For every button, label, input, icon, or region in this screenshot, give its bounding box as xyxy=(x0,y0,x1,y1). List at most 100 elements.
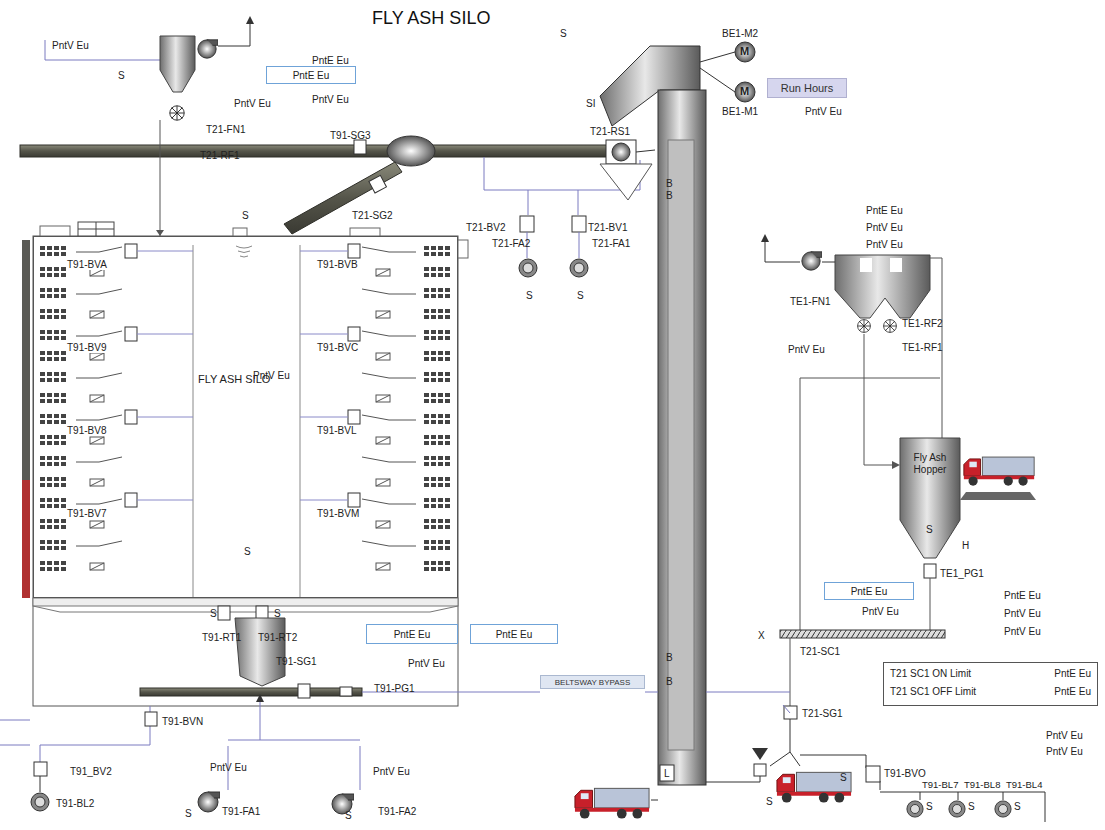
process-rect xyxy=(431,456,436,460)
process-rect xyxy=(445,273,450,277)
process-rect xyxy=(47,309,52,313)
process-path xyxy=(160,36,195,92)
process-rect xyxy=(40,567,45,571)
process-rect xyxy=(424,357,429,361)
process-line xyxy=(99,289,122,294)
process-rect xyxy=(61,462,66,466)
process-use xyxy=(31,793,49,811)
process-rect xyxy=(376,479,390,486)
tag-label: T21-BV2 xyxy=(466,222,505,233)
process-rect xyxy=(424,435,429,439)
process-rect xyxy=(431,462,436,466)
process-rect xyxy=(47,246,52,250)
node-text: PntE Eu xyxy=(293,70,330,81)
process-rect xyxy=(40,351,45,355)
process-rect xyxy=(445,483,450,487)
process-rect xyxy=(47,288,52,292)
process-path xyxy=(770,719,800,766)
process-rect xyxy=(431,309,436,313)
process-line xyxy=(99,331,122,336)
process-path xyxy=(40,696,360,790)
marker-letter: S xyxy=(244,546,251,557)
process-rect xyxy=(354,140,366,154)
process-rect xyxy=(438,561,443,565)
marker-letter: H xyxy=(962,540,969,551)
process-rect xyxy=(431,336,436,340)
process-line xyxy=(376,311,390,318)
process-rect xyxy=(445,441,450,445)
process-rect xyxy=(438,372,443,376)
process-rect xyxy=(54,567,59,571)
process-rect xyxy=(431,483,436,487)
process-rect xyxy=(445,309,450,313)
process-rect xyxy=(424,351,429,355)
process-rect xyxy=(445,336,450,340)
process-rect xyxy=(431,315,436,319)
process-rect xyxy=(424,294,429,298)
process-rect xyxy=(54,309,59,313)
process-rect xyxy=(61,372,66,376)
process-rect xyxy=(445,540,450,544)
process-rect xyxy=(40,525,45,529)
process-rect xyxy=(40,477,45,481)
process-rect xyxy=(348,493,360,507)
table-cell: PntE Eu xyxy=(1046,686,1091,700)
process-rect xyxy=(458,240,468,258)
tag-label: T91-RT1 xyxy=(202,632,241,643)
process-rect xyxy=(47,357,52,361)
process-rect xyxy=(54,288,59,292)
process-rect xyxy=(54,435,59,439)
process-rect xyxy=(90,269,104,276)
process-rect xyxy=(54,441,59,445)
process-rect xyxy=(40,267,45,271)
process-rect xyxy=(424,336,429,340)
process-line xyxy=(790,638,791,706)
process-rect xyxy=(61,309,66,313)
process-rect xyxy=(445,267,450,271)
process-rect xyxy=(40,399,45,403)
process-rect xyxy=(438,504,443,508)
process-line xyxy=(930,578,931,630)
process-rect xyxy=(424,273,429,277)
process-use xyxy=(198,40,218,58)
process-path xyxy=(218,22,250,46)
process-rect xyxy=(47,519,52,523)
process-path xyxy=(528,190,578,215)
process-path xyxy=(783,705,790,713)
process-circle xyxy=(735,42,755,62)
process-rect xyxy=(61,477,66,481)
process-rect xyxy=(438,252,443,256)
process-rect xyxy=(54,372,59,376)
marker-letter: S xyxy=(118,70,125,81)
process-rect xyxy=(40,546,45,550)
process-rect xyxy=(438,420,443,424)
process-rect xyxy=(424,267,429,271)
process-line xyxy=(300,251,348,252)
process-rect xyxy=(47,336,52,340)
process-rect xyxy=(438,483,443,487)
process-rect xyxy=(61,525,66,529)
process-rect xyxy=(431,273,436,277)
process-rect xyxy=(376,437,390,444)
process-rect xyxy=(40,273,45,277)
process-rect xyxy=(424,441,429,445)
node-text: PntE Eu xyxy=(851,586,888,597)
process-rect xyxy=(348,327,360,341)
process-rect xyxy=(54,498,59,502)
process-rect xyxy=(54,315,59,319)
process-rect xyxy=(90,437,104,444)
screen-title: FLY ASH SILO xyxy=(372,8,490,29)
process-rect xyxy=(61,441,66,445)
marker-letter: SI xyxy=(586,98,595,109)
tag-label: T91-PG1 xyxy=(374,683,415,694)
process-rect xyxy=(431,252,436,256)
point-value: PntV Eu xyxy=(253,370,290,381)
process-rect xyxy=(47,435,52,439)
process-line xyxy=(300,500,348,501)
process-rect xyxy=(233,228,247,236)
table-cell: T21 SC1 ON Limit xyxy=(890,668,1046,682)
process-rect xyxy=(424,546,429,550)
process-rect xyxy=(40,336,45,340)
bypass-band: BELTSWAY BYPASS xyxy=(540,675,645,689)
process-rect xyxy=(22,240,30,480)
